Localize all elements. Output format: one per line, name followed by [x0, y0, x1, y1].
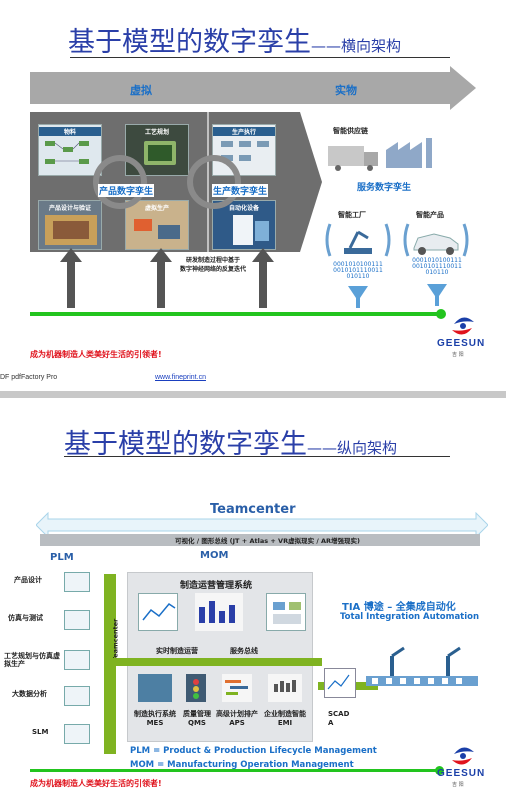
service-bus-label: 服务总线 [230, 647, 258, 655]
pdf-footer: DF pdfFactory Pro www.fineprint.cn [0, 373, 506, 385]
binary-code-1: 0001010100111 0010101110011 010110 [333, 261, 383, 280]
binary-code-2: 0001010100111 0010101110011 010110 [412, 257, 462, 276]
teamcenter-double-arrow [36, 512, 488, 538]
brand-name-1: GEESUN [437, 338, 486, 349]
slide-horizontal-architecture: 基于模型的数字孪生——横向架构 虚拟 实物 物料 工艺规划 生产执行 产品设计与… [0, 0, 506, 372]
mom-box-title: 制造运营管理系统 [180, 581, 253, 591]
green-line-2 [30, 769, 440, 772]
page-gap [0, 391, 506, 398]
teamcenter-vertical-label: Teamcenter [111, 618, 120, 662]
thumb-virtual-production: 虚拟生产 [125, 200, 189, 250]
qms-icon [186, 674, 206, 702]
plm-definition: PLM = Product & Production Lifecycle Man… [130, 746, 377, 756]
thumb-product-design: 产品设计与验证 [38, 200, 102, 250]
green-line [30, 312, 440, 316]
slide1-title: 基于模型的数字孪生 [68, 27, 311, 58]
iteration-ring-2 [187, 155, 241, 209]
plm-item-slm: SLM [32, 728, 49, 736]
mom-screen-2 [195, 593, 243, 631]
slide-vertical-architecture: 基于模型的数字孪生——纵向架构 Teamcenter 可视化 / 图形总线 (J… [0, 404, 506, 797]
iteration-note: 研发制造过程中基于 数字神经网络的反复迭代 [179, 257, 246, 273]
virtual-physical-arrow [30, 66, 476, 110]
mom-heading: MOM [200, 550, 229, 561]
iteration-ring-1 [93, 155, 147, 209]
production-twin-label: 生产数字孪生 [212, 184, 269, 197]
tia-title: TIA 博途 – 全集成自动化 [342, 602, 456, 613]
production-line-icon [366, 646, 478, 686]
title-underline [70, 57, 450, 58]
slide2-title-row: 基于模型的数字孪生——纵向架构 [64, 422, 464, 461]
plm-item-simulation: 仿真与测试 [8, 614, 43, 622]
smart-product-label: 智能产品 [416, 211, 444, 219]
mom-screen-3 [266, 593, 306, 631]
product-design-icon [64, 572, 90, 592]
slide2-title: 基于模型的数字孪生 [64, 429, 307, 460]
arrow-label-virtual: 虚拟 [130, 84, 152, 97]
mes-icon [138, 674, 172, 702]
plm-heading: PLM [50, 552, 74, 563]
slogan-2: 成为机器制造人类美好生活的引领者! [30, 779, 162, 788]
slide1-subtitle: ——横向架构 [311, 37, 402, 55]
plm-item-big-data: 大数据分析 [12, 690, 47, 698]
aps-icon [222, 674, 252, 702]
geesun-logo-icon [452, 317, 474, 335]
realtime-ops-label: 实时制造运营 [156, 647, 198, 655]
car-icon [403, 223, 469, 257]
mom-definition: MOM = Manufacturing Operation Management [130, 760, 354, 770]
green-line-dot [436, 309, 446, 319]
robot-arm-icon [325, 223, 391, 257]
up-arrow-1 [60, 248, 82, 308]
visualization-bus-label: 可视化 / 图形总线 (JT + Atlas + VR虚拟现实 / AR增强现实… [175, 537, 360, 545]
smart-factory-label: 智能工厂 [338, 211, 366, 219]
fineprint-link[interactable]: www.fineprint.cn [155, 374, 206, 381]
funnel-icon-1 [348, 286, 368, 308]
up-arrow-2 [150, 248, 172, 308]
process-planning-icon [64, 650, 90, 670]
geesun-logo-icon-2 [452, 747, 474, 765]
product-twin-label: 产品数字孪生 [98, 184, 155, 197]
factory-icon [386, 138, 432, 168]
tia-subtitle: Total Integration Automation [340, 612, 480, 622]
service-twin-label: 服务数字孪生 [357, 183, 412, 193]
visualization-bus-bar [40, 534, 480, 546]
scada-label: SCADA [328, 710, 350, 727]
thumb-automation-equipment: 自动化设备 [212, 200, 276, 250]
brand-cn-2: 吉 阳 [452, 782, 464, 788]
emi-icon [268, 674, 302, 702]
simulation-icon [64, 610, 90, 630]
truck-icon [328, 146, 378, 171]
scada-monitor-icon [324, 668, 356, 698]
slogan-1: 成为机器制造人类美好生活的引领者! [30, 350, 162, 359]
brand-cn-1: 吉 阳 [452, 352, 464, 358]
slm-icon [64, 724, 90, 744]
funnel-icon-2 [427, 284, 447, 306]
mom-screen-1 [138, 593, 178, 631]
supply-chain-label: 智能供应链 [333, 127, 368, 135]
teamcenter-title: Teamcenter [210, 502, 296, 517]
service-bus-bar [104, 658, 322, 666]
plm-item-process-planning: 工艺规划与仿真虚拟生产 [4, 652, 60, 668]
up-arrow-3 [252, 248, 274, 308]
arrow-label-physical: 实物 [335, 84, 357, 97]
slide2-subtitle: ——纵向架构 [307, 439, 398, 457]
brand-name-2: GEESUN [437, 768, 486, 779]
big-data-icon [64, 686, 90, 706]
green-line-dot-2 [435, 766, 444, 775]
plm-item-product-design: 产品设计 [14, 576, 42, 584]
thumb-material: 物料 [38, 124, 102, 176]
pdf-factory-text: DF pdfFactory Pro [0, 374, 58, 381]
title2-underline [64, 456, 450, 457]
slide1-title-row: 基于模型的数字孪生——横向架构 [68, 20, 448, 59]
thumb-production-execution: 生产执行 [212, 124, 276, 176]
